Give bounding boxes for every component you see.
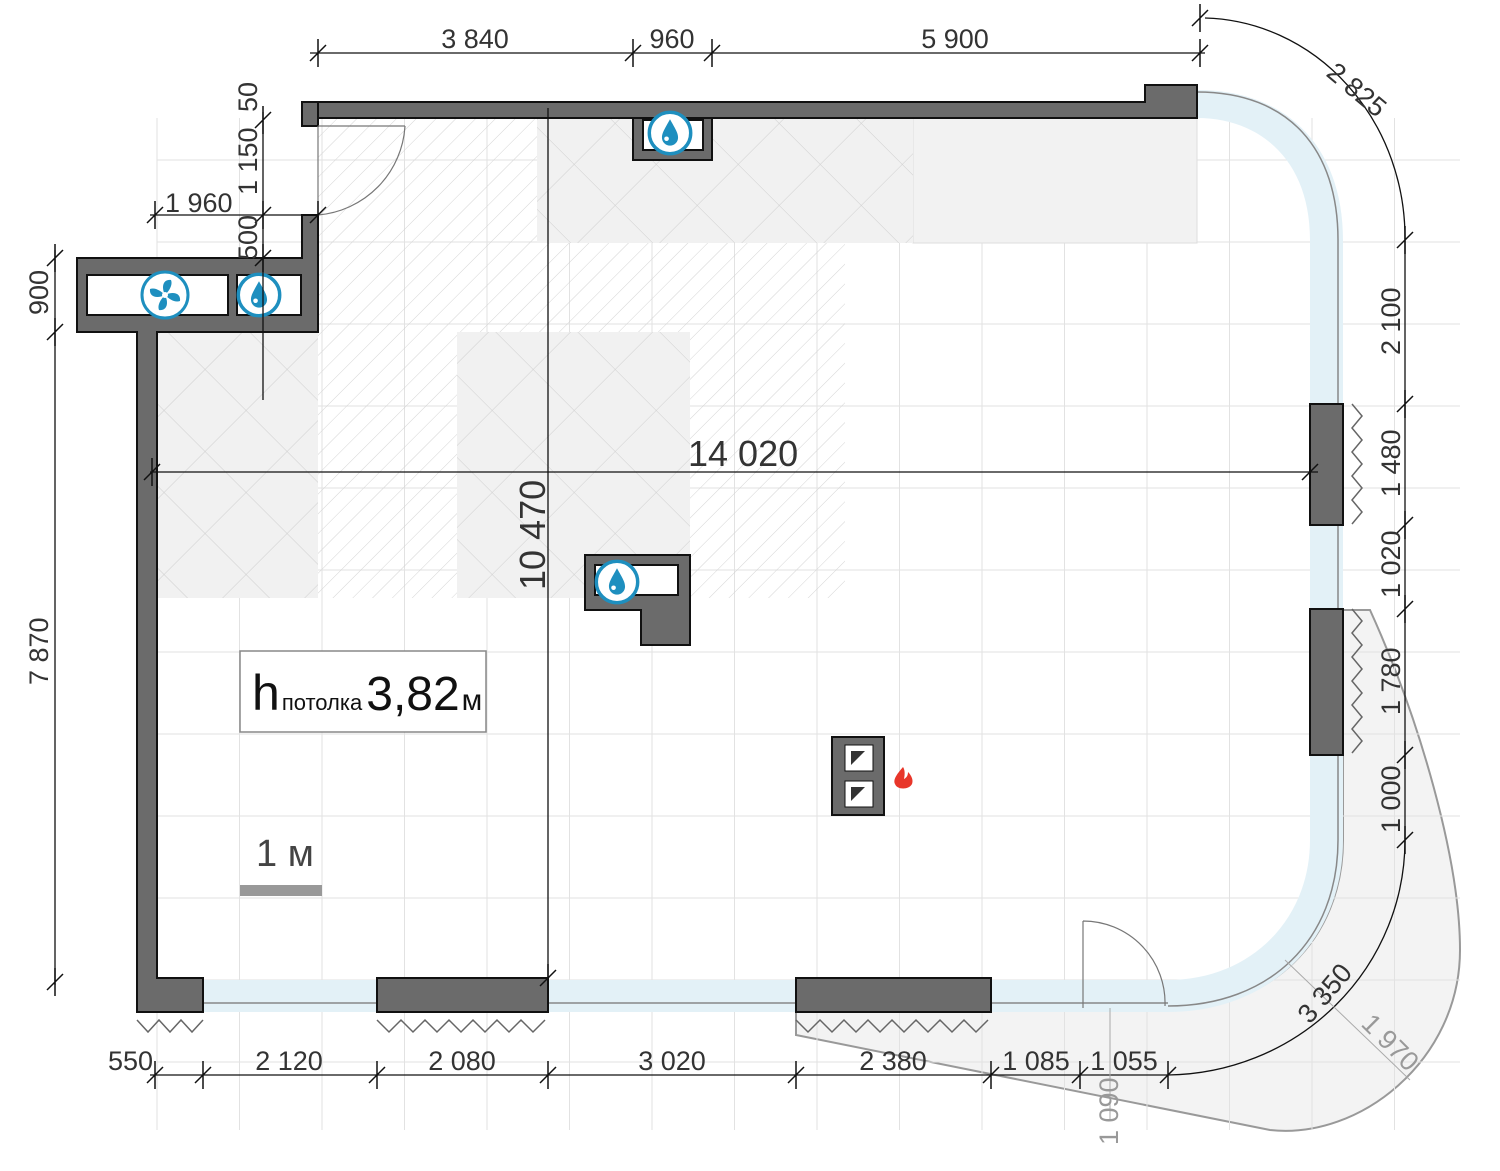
dim-bottom-550: 550 [108,1046,153,1076]
dimension-tick [1191,4,1209,32]
dimension-tick [309,39,327,67]
dim-bottom-2080: 2 080 [428,1046,496,1076]
dimension-tick [1396,390,1414,418]
scale-bar [240,885,322,896]
dimension-tick [624,39,642,67]
dimension-tick [703,39,721,67]
dimension-tick [143,458,161,486]
scale-label: 1 м [256,833,314,875]
dim-arc-top: 2 825 [1321,57,1392,123]
zone-crosshatch-left [157,332,318,598]
dimension-tick [254,244,272,272]
dimension-tick [1191,39,1209,67]
dimension-tick [1396,511,1414,539]
dim-right-2100: 2 100 [1376,287,1406,355]
dimension-tick [194,1061,212,1089]
dimension-lines [46,4,1414,1089]
dimension-tick [46,318,64,346]
svg-text:hпотолка3,82м: hпотолка3,82м [252,665,482,721]
dimension-tick [539,1061,557,1089]
exterior-wall-marks [136,403,1363,1034]
dim-left-900: 900 [24,270,54,315]
fan-icon [140,270,190,320]
dim-right-1000: 1 000 [1376,765,1406,833]
dimension-tick [982,1061,1000,1089]
dim-top-3: 5 900 [921,24,989,54]
zone-crosshatch-center [457,332,690,598]
fire-icon [894,767,913,789]
dimension-tick [1396,226,1414,254]
dim-left-1150: 1 150 [233,127,263,195]
dimension-tick [1159,1061,1177,1089]
dim-right-1020: 1 020 [1376,530,1406,598]
balcony-door[interactable] [1082,920,1166,1008]
dim-bottom-1085: 1 085 [1002,1046,1070,1076]
dim-bottom-2120: 2 120 [255,1046,323,1076]
window-frame [203,91,1339,1007]
dim-width-total: 14 020 [688,433,798,474]
balcony-dim-lines [1109,959,1411,1120]
dim-left-50: 50 [233,82,263,112]
dimension-tick [368,1061,386,1089]
dim-left-1960: 1 960 [165,188,233,218]
dim-right-1480: 1 480 [1376,429,1406,497]
dimension-tick [1071,1061,1089,1089]
water-drop-icon [647,110,693,156]
dim-bottom-2380: 2 380 [859,1046,927,1076]
dimension-tick [146,201,164,229]
ceiling-height-label: hпотолка3,82м [239,650,487,733]
dim-bottom-1055: 1 055 [1090,1046,1158,1076]
entrance-door[interactable] [317,125,406,216]
dimension-tick [1396,741,1414,769]
dim-height-total: 10 470 [512,480,553,590]
dimension-tick [787,1061,805,1089]
water-drop-icon [594,559,640,605]
dimension-tick [539,964,557,992]
dimension-tick [46,244,64,272]
dim-balcony-1090: 1 090 [1094,1077,1124,1145]
dim-right-1780: 1 780 [1376,647,1406,715]
dim-left-7870: 7 870 [24,617,54,685]
dimension-tick [254,201,272,229]
dim-top-2: 960 [649,24,694,54]
dimension-tick [1396,595,1414,623]
dimension-tick [46,968,64,996]
dim-top-1: 3 840 [441,24,509,54]
dimension-tick [1396,826,1414,854]
dim-left-500: 500 [233,215,263,260]
dimension-tick [254,106,272,134]
zone-tiled [912,117,1198,244]
zone-crosshatch-top [537,118,913,243]
dimension-tick [309,201,327,229]
dimension-tick [146,1061,164,1089]
walls [76,84,1344,1013]
dim-bottom-3020: 3 020 [638,1046,706,1076]
water-drop-icon [236,272,282,318]
dimension-tick [1301,458,1319,486]
